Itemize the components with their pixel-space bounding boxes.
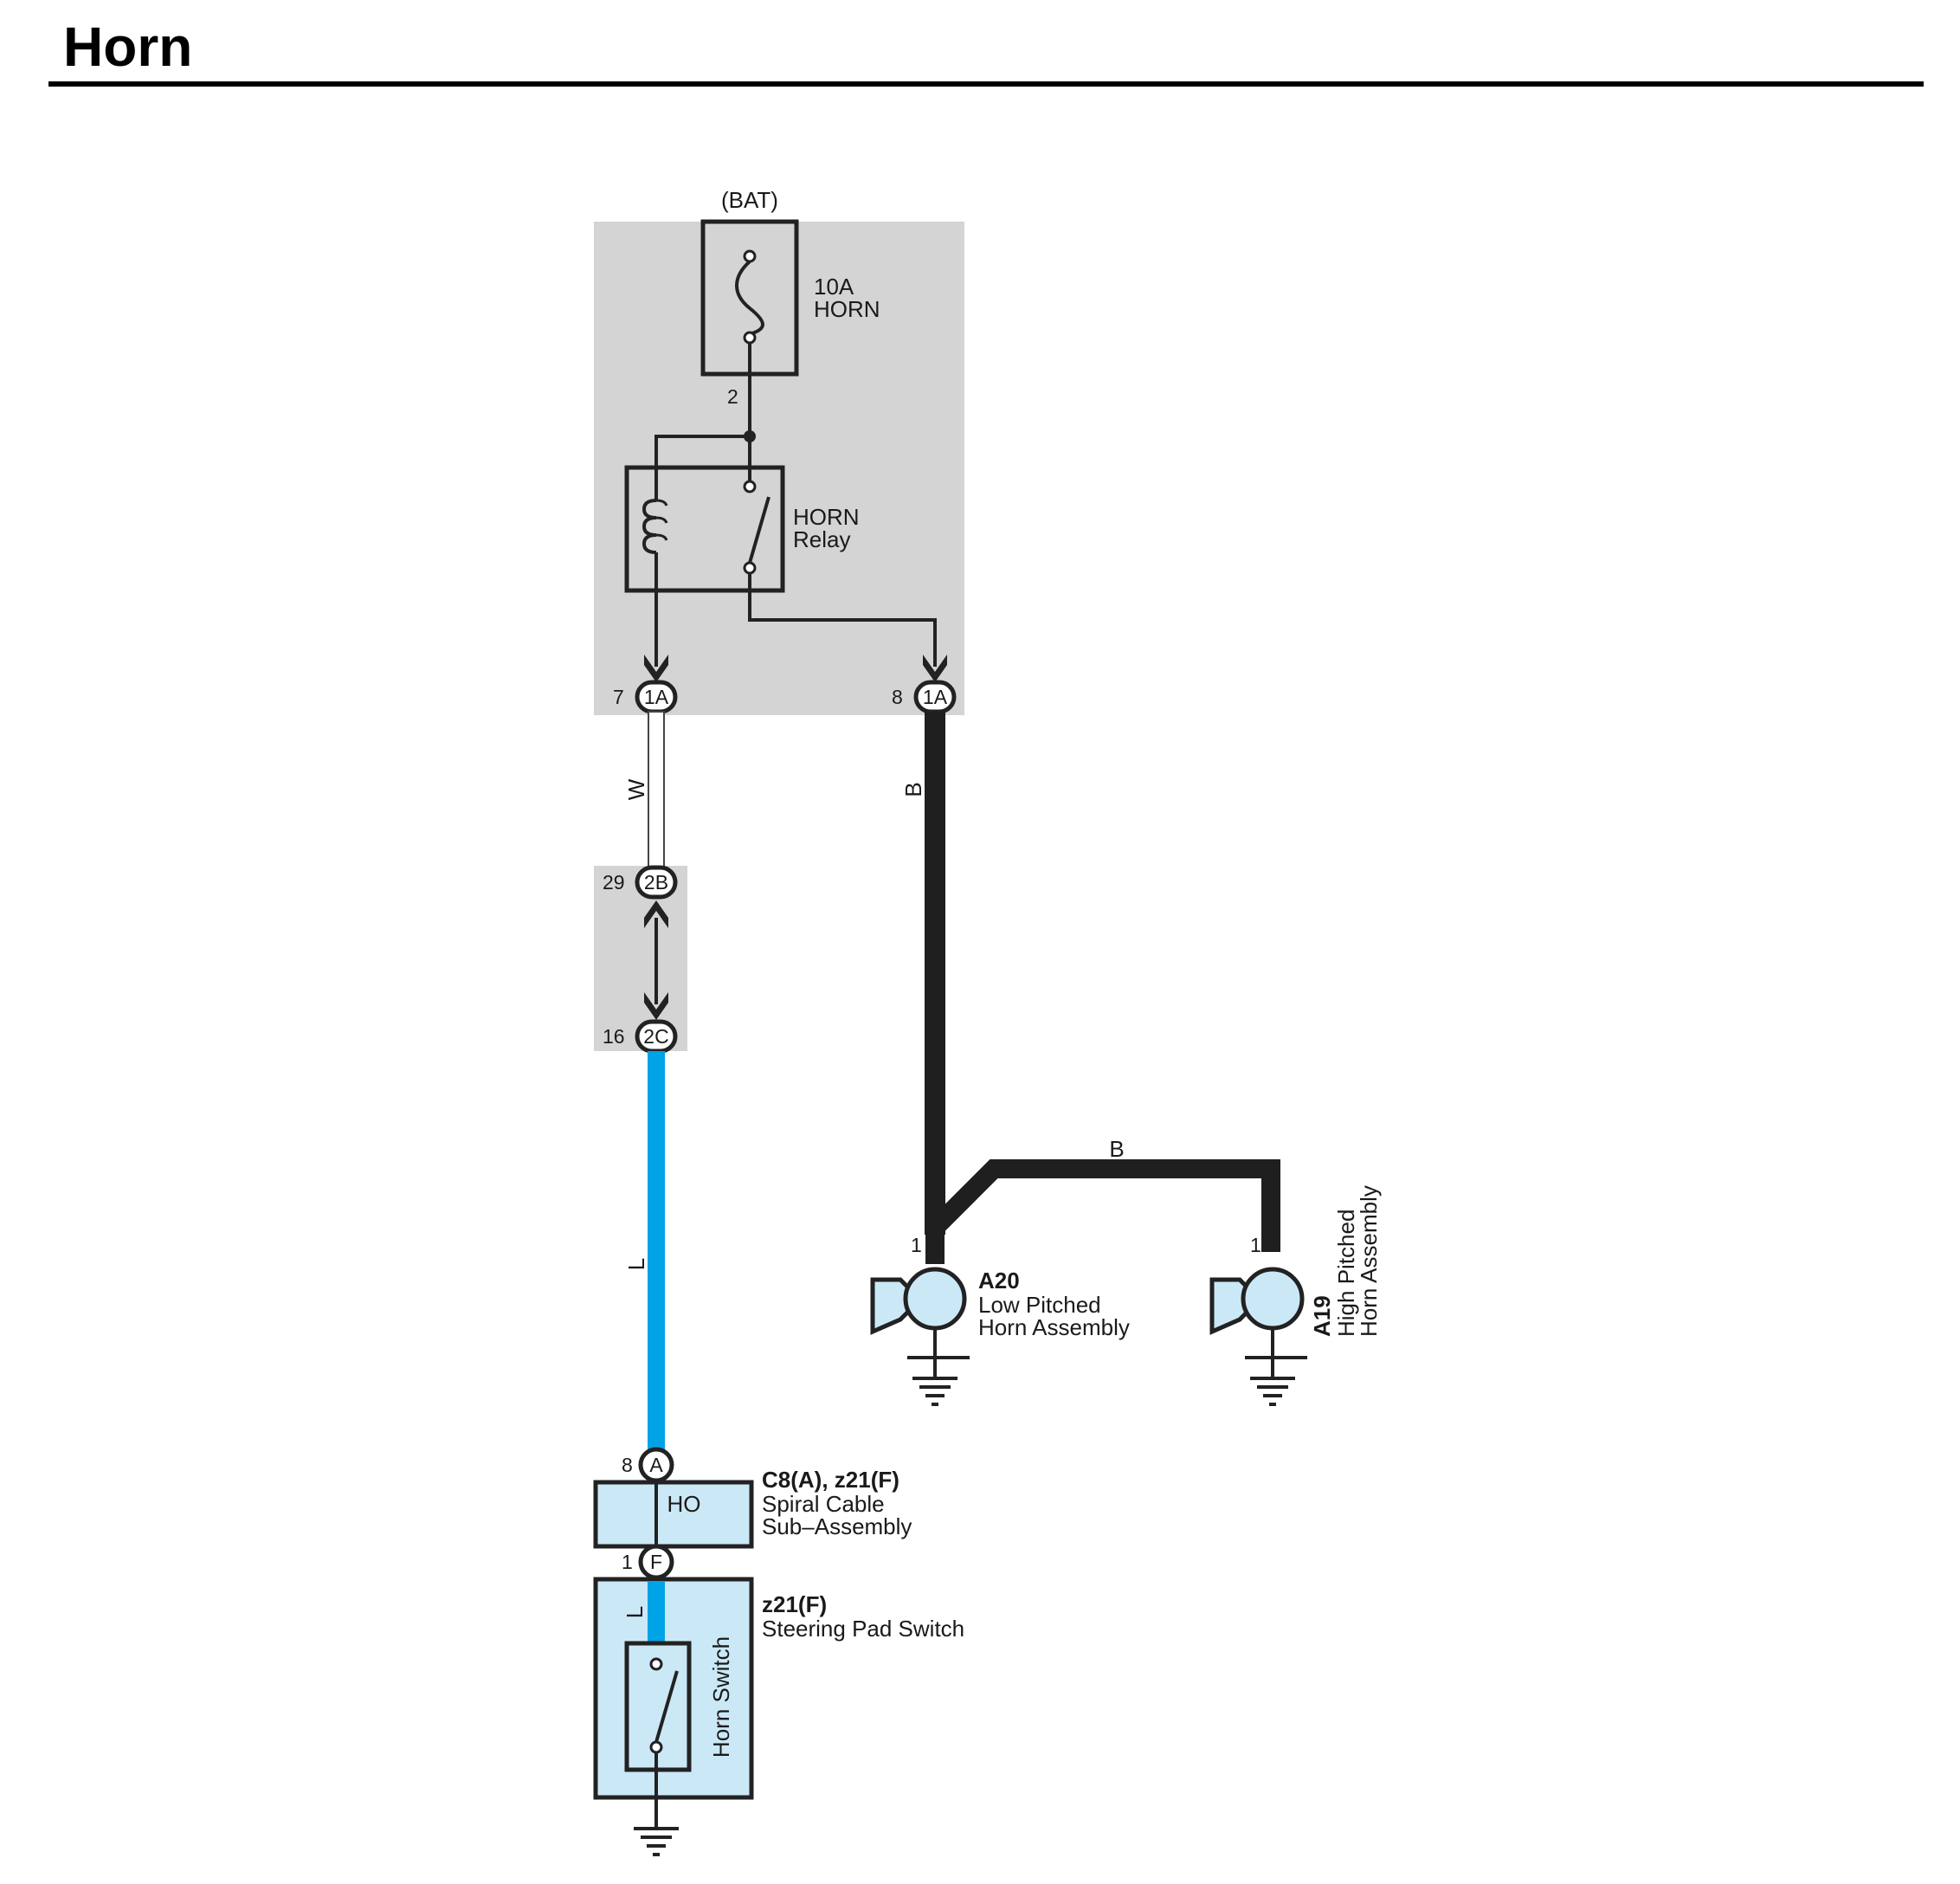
- low-horn-icon: [870, 1267, 970, 1406]
- arrow-icon: [923, 655, 947, 682]
- horn-switch-icon: [649, 1657, 679, 1797]
- relay-label-line2: Relay: [793, 526, 850, 552]
- wire-white: [648, 711, 665, 868]
- arrow-icon: [644, 992, 668, 1020]
- fuse-name: HORN: [814, 296, 880, 322]
- spiral-a-code: A: [649, 1454, 663, 1476]
- wire-blue-inner-label: L: [622, 1606, 648, 1618]
- horn-switch-label: Horn Switch: [708, 1636, 734, 1758]
- steering-pad-id: z21(F): [762, 1591, 827, 1617]
- spiral-f-pin: 1: [622, 1551, 633, 1573]
- bat-label: (BAT): [721, 187, 778, 213]
- wire-black-branch-label: B: [1109, 1136, 1124, 1162]
- wire-blue-label: L: [623, 1258, 649, 1270]
- low-horn-pin: 1: [911, 1234, 922, 1256]
- wire-black-branch: [928, 1159, 1280, 1252]
- low-horn-line2: Horn Assembly: [978, 1314, 1130, 1340]
- ground-icon: [632, 1797, 680, 1856]
- connector-2b-code: 2B: [644, 871, 668, 894]
- connector-1a-right-code: 1A: [923, 686, 948, 708]
- wire-black-label: B: [900, 782, 926, 797]
- spiral-a-pin: 8: [622, 1454, 633, 1476]
- title-rule: [48, 81, 1924, 87]
- connector-1a-left-pin: 7: [613, 686, 624, 708]
- junction-2b-2c-panel: [594, 866, 687, 1051]
- relay-box: [624, 465, 785, 593]
- wire-blue: [648, 1051, 665, 1449]
- spiral-signal: HO: [667, 1491, 701, 1517]
- fuse-terminal: 2: [727, 385, 738, 408]
- connector-1a-right-pin: 8: [892, 686, 903, 708]
- wire-white-label: W: [623, 778, 649, 800]
- arrow-icon: [644, 900, 668, 928]
- connector-1a-left-code: 1A: [644, 686, 669, 708]
- relay-label-line1: HORN: [793, 504, 860, 530]
- high-horn-icon: [1209, 1267, 1307, 1406]
- high-horn-line1: High Pitched: [1333, 1210, 1359, 1337]
- wire-black: [925, 712, 945, 1235]
- spiral-f-code: F: [650, 1551, 662, 1573]
- high-horn-id: A19: [1309, 1295, 1335, 1337]
- spiral-cable-box: [593, 1480, 754, 1549]
- connector-2b-pin: 29: [603, 871, 625, 894]
- page-title: Horn: [63, 16, 193, 78]
- low-horn-line1: Low Pitched: [978, 1292, 1101, 1318]
- arrow-icon: [644, 655, 668, 682]
- relay-switch-icon: [743, 436, 770, 590]
- high-horn-pin: 1: [1250, 1234, 1261, 1256]
- low-horn-id: A20: [978, 1268, 1020, 1294]
- high-horn-line2: Horn Assembly: [1356, 1185, 1382, 1337]
- steering-pad-line1: Steering Pad Switch: [762, 1616, 964, 1642]
- fuse-rating: 10A: [814, 274, 854, 300]
- connector-2c-code: 2C: [643, 1025, 668, 1048]
- spiral-cable-id: C8(A), z21(F): [762, 1467, 899, 1493]
- spiral-cable-line2: Sub–Assembly: [762, 1513, 912, 1539]
- spiral-cable-line1: Spiral Cable: [762, 1491, 885, 1517]
- relay-coil-icon: [642, 468, 668, 590]
- connector-2c-pin: 16: [603, 1025, 625, 1048]
